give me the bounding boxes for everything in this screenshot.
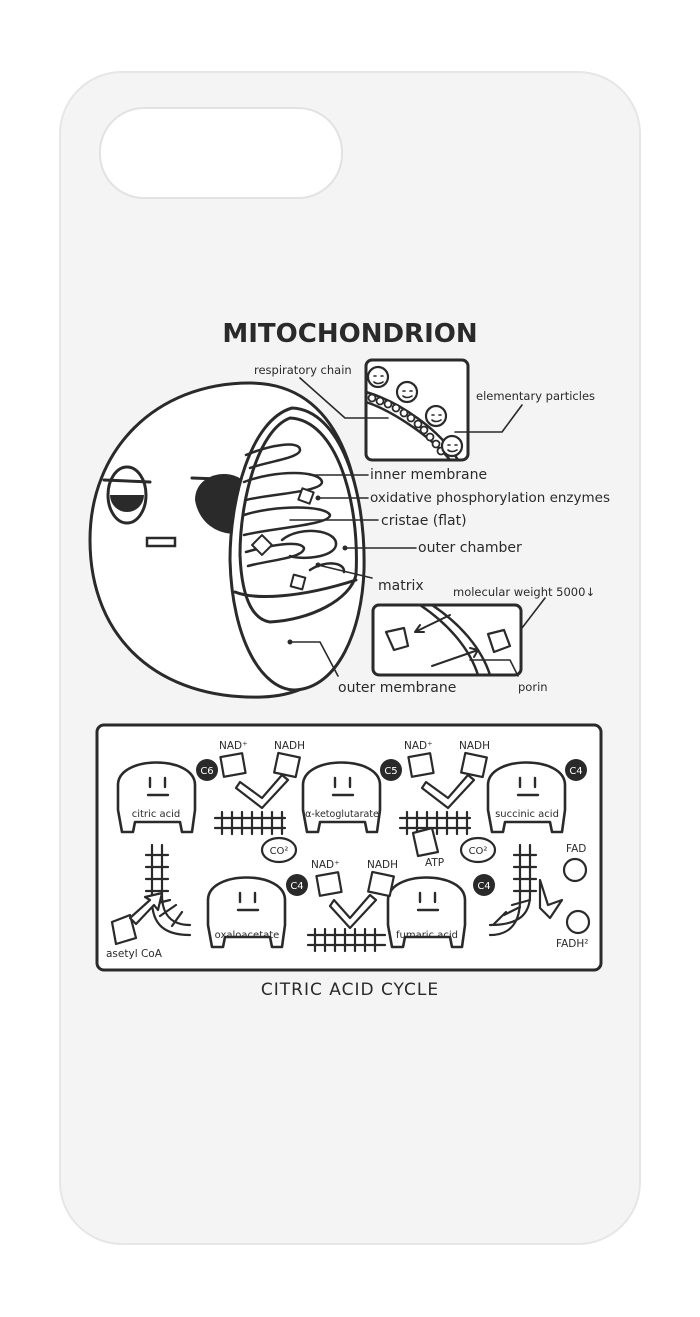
main-title: MITOCHONDRION bbox=[222, 319, 477, 349]
co2-label: CO² bbox=[270, 846, 289, 857]
molecule-name: citric acid bbox=[132, 809, 181, 820]
carbon-tag: C5 bbox=[384, 766, 397, 777]
leader-lines bbox=[289, 377, 546, 677]
label-respiratory-chain: respiratory chain bbox=[254, 363, 352, 377]
cycle-title: CITRIC ACID CYCLE bbox=[261, 980, 439, 1000]
label-molecular-weight: molecular weight 5000↓ bbox=[453, 585, 595, 599]
molecule-citric-acid: citric acid C6 bbox=[116, 759, 218, 834]
nad-label: NAD⁺ bbox=[219, 740, 248, 752]
molecule-name: fumaric acid bbox=[396, 930, 458, 941]
label-elementary-particles: elementary particles bbox=[476, 389, 595, 403]
nadh-label: NADH bbox=[274, 740, 305, 752]
citric-acid-cycle-panel: citric acid C6 α-ketoglutarate C5 succin… bbox=[95, 723, 603, 972]
carbon-tag: C4 bbox=[290, 881, 303, 892]
molecule-name: α-ketoglutarate bbox=[305, 809, 379, 820]
label-oxidative-enzymes: oxidative phosphorylation enzymes bbox=[370, 490, 610, 506]
molecule-ketoglutarate: α-ketoglutarate C5 bbox=[301, 759, 402, 834]
label-inner-membrane: inner membrane bbox=[370, 467, 487, 483]
co2-label: CO² bbox=[469, 846, 488, 857]
nadh-label: NADH bbox=[459, 740, 490, 752]
molecule-succinic-acid: succinic acid C4 bbox=[486, 759, 587, 834]
label-outer-membrane: outer membrane bbox=[338, 680, 456, 696]
label-porin: porin bbox=[518, 680, 548, 694]
acetyl-coa-label: asetyl CoA bbox=[106, 948, 163, 960]
camera-cutout bbox=[99, 107, 343, 199]
molecule-name: succinic acid bbox=[495, 809, 559, 820]
cristae-folds bbox=[242, 443, 346, 574]
nad-label: NAD⁺ bbox=[404, 740, 433, 752]
label-outer-chamber: outer chamber bbox=[418, 540, 522, 556]
cycle-tracks bbox=[144, 810, 538, 953]
molecule-oxaloacetate: oxaloacetate C4 bbox=[206, 874, 308, 949]
fad-label: FAD bbox=[566, 843, 586, 855]
cofactor-labels: NAD⁺ NADH NAD⁺ NADH NAD⁺ NADH CO² CO² AT… bbox=[106, 740, 588, 960]
porin-zoom bbox=[371, 603, 523, 677]
mitochondrion-diagram bbox=[88, 381, 366, 699]
atp-label: ATP bbox=[425, 857, 444, 869]
label-matrix: matrix bbox=[378, 578, 424, 594]
label-cristae: cristae (flat) bbox=[381, 513, 467, 529]
diagram-labels: respiratory chain elementary particles i… bbox=[254, 363, 610, 696]
respiratory-chain-zoom bbox=[364, 358, 470, 462]
nadh-label: NADH bbox=[367, 859, 398, 871]
carbon-tag: C4 bbox=[569, 766, 582, 777]
nad-label: NAD⁺ bbox=[311, 859, 340, 871]
molecule-fumaric-acid: fumaric acid C4 bbox=[386, 874, 495, 949]
cofactor-shapes bbox=[110, 751, 591, 946]
molecule-name: oxaloacetate bbox=[215, 930, 280, 941]
fadh2-label: FADH² bbox=[556, 938, 588, 950]
inner-membrane-shape bbox=[238, 416, 358, 624]
carbon-tag: C4 bbox=[477, 881, 490, 892]
carbon-tag: C6 bbox=[200, 766, 213, 777]
